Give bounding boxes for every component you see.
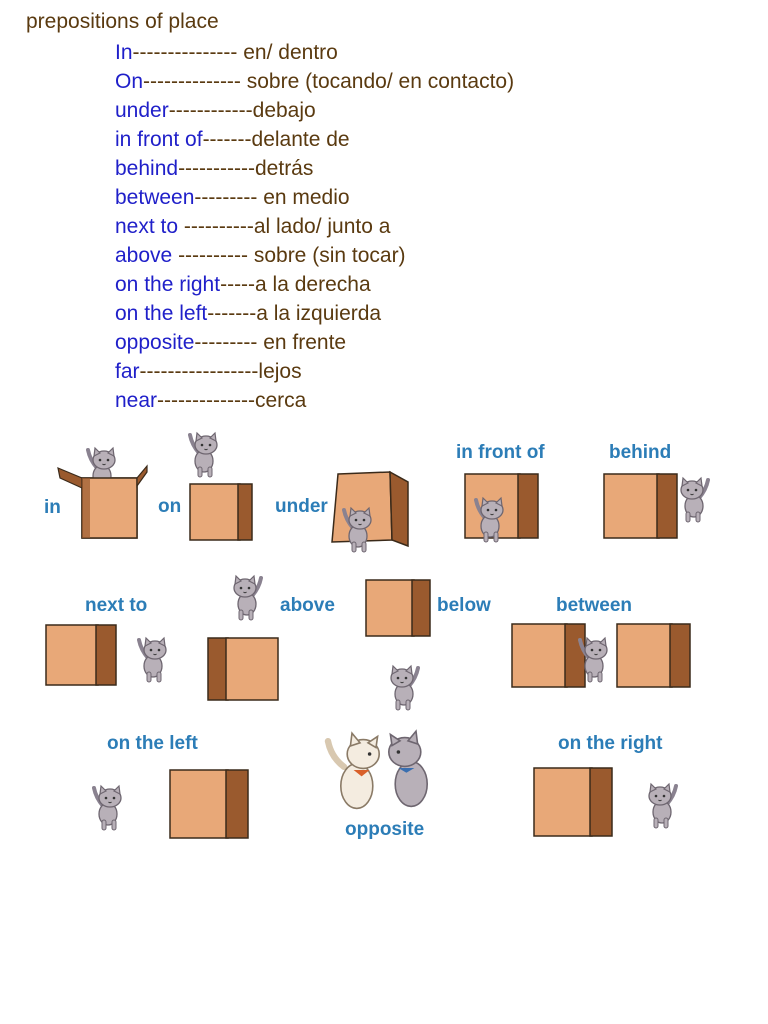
vocab-row: above ---------- sobre (sin tocar) [115, 241, 514, 270]
in-front-of-illustration [464, 473, 539, 544]
vocab-row: under------------debajo [115, 96, 514, 125]
english-term: on the right [115, 273, 221, 296]
spanish-translation: cerca [254, 389, 307, 412]
separator: ------- [207, 302, 257, 325]
vocab-row: On-------------- sobre (tocando/ en cont… [115, 67, 514, 96]
vocab-row: behind-----------detrás [115, 154, 514, 183]
separator: --------- [194, 331, 258, 354]
vocab-row: on the left-------a la izquierda [115, 299, 514, 328]
separator: --------------- [132, 41, 238, 64]
label-on-the-left: on the left [107, 733, 198, 754]
in-illustration [57, 446, 148, 539]
english-term: in front of [115, 128, 203, 151]
separator: ----------------- [139, 360, 259, 383]
separator: ------------ [168, 99, 253, 122]
english-term: opposite [115, 331, 195, 354]
behind-illustration [603, 473, 710, 539]
english-term: behind [115, 157, 179, 180]
vocab-row: near--------------cerca [115, 386, 514, 415]
label-opposite: opposite [345, 819, 425, 840]
label-next-to: next to [85, 595, 148, 616]
label-on: on [158, 496, 182, 517]
label-below: below [437, 595, 491, 616]
separator: ----- [220, 273, 256, 296]
page-title: prepositions of place [26, 10, 219, 33]
separator: ---------- [183, 215, 254, 238]
opposite-illustration [324, 729, 429, 810]
separator: ------- [202, 128, 252, 151]
between-illustration [511, 623, 691, 688]
label-in: in [44, 497, 61, 518]
vocab-row: In--------------- en/ dentro [115, 38, 514, 67]
spanish-translation: delante de [251, 128, 350, 151]
label-on-the-right: on the right [558, 733, 663, 754]
spanish-translation: sobre (sin tocar) [248, 244, 406, 267]
separator: -------------- [143, 70, 241, 93]
english-term: In [115, 41, 133, 64]
label-behind: behind [609, 442, 672, 463]
separator: -------------- [157, 389, 255, 412]
separator: ----------- [178, 157, 255, 180]
spanish-translation: en/ dentro [237, 41, 338, 64]
english-term: far [115, 360, 140, 383]
english-term: above [115, 244, 179, 267]
vocab-row: far-----------------lejos [115, 357, 514, 386]
english-term: under [115, 99, 169, 122]
on-the-left-illustration [92, 769, 249, 839]
english-term: near [115, 389, 158, 412]
english-term: On [115, 70, 144, 93]
spanish-translation: lejos [258, 360, 302, 383]
spanish-translation: a la derecha [255, 273, 371, 296]
under-illustration [331, 470, 409, 554]
label-under: under [275, 496, 328, 517]
english-term: next to [115, 215, 184, 238]
spanish-translation: detrás [255, 157, 314, 180]
label-in-front-of: in front of [456, 442, 545, 463]
spanish-translation: sobre (tocando/ en contacto) [240, 70, 515, 93]
vocab-row: in front of-------delante de [115, 125, 514, 154]
next-to-illustration [45, 624, 168, 686]
spanish-translation: a la izquierda [256, 302, 382, 325]
on-the-right-illustration [533, 767, 678, 837]
label-above: above [280, 595, 335, 616]
separator: --------- [194, 186, 258, 209]
spanish-translation: debajo [252, 99, 316, 122]
vocabulary-list: In--------------- en/ dentro On---------… [115, 38, 514, 415]
label-between: between [556, 595, 633, 616]
vocab-row: opposite--------- en frente [115, 328, 514, 357]
vocab-row: next to ----------al lado/ junto a [115, 212, 514, 241]
english-term: between [115, 186, 195, 209]
below-illustration [365, 579, 431, 712]
on-illustration [188, 431, 253, 541]
spanish-translation: al lado/ junto a [253, 215, 391, 238]
vocab-row: on the right-----a la derecha [115, 270, 514, 299]
vocab-row: between--------- en medio [115, 183, 514, 212]
separator: ---------- [178, 244, 248, 267]
spanish-translation: en frente [257, 331, 347, 354]
above-illustration [207, 574, 279, 701]
english-term: on the left [115, 302, 208, 325]
spanish-translation: en medio [257, 186, 350, 209]
